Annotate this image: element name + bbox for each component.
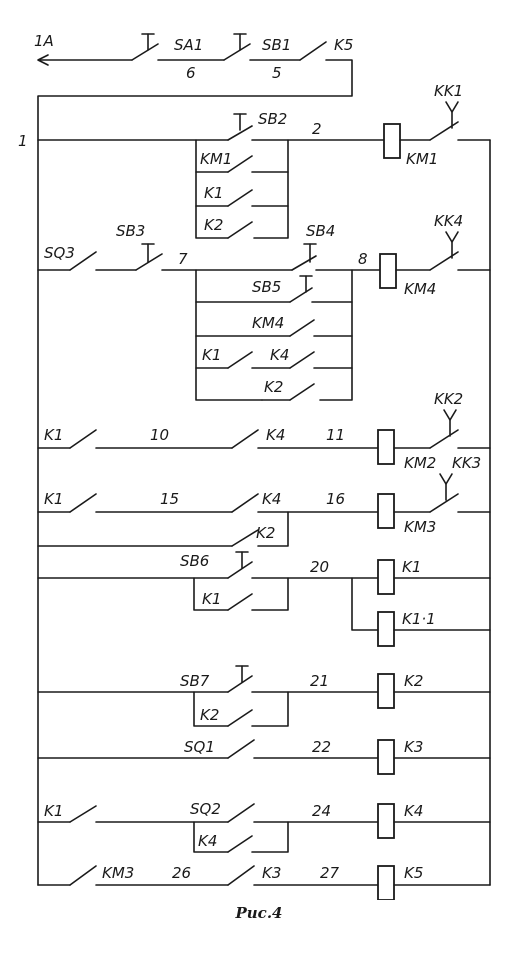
k5-coil bbox=[377, 865, 395, 900]
km3-coil-label: KM3 bbox=[404, 518, 436, 536]
k1-coil bbox=[377, 559, 395, 595]
figure-caption: Рис.4 bbox=[235, 904, 283, 922]
rung-km2: K1 10 K4 11 KK2 KM2 KK3 bbox=[37, 390, 491, 472]
km3-contact-label: KM3 bbox=[102, 864, 134, 882]
rung-k1: SB6 K1 20 K1 K1·1 bbox=[37, 551, 491, 647]
k4-coil-label: K4 bbox=[404, 802, 423, 820]
rung-k4: K1 SQ2 K4 24 K4 bbox=[37, 800, 491, 853]
kk4-label: KK4 bbox=[434, 212, 463, 230]
km2-coil-label: KM2 bbox=[404, 454, 436, 472]
kk2-label: KK2 bbox=[434, 390, 463, 408]
node-10-label: 10 bbox=[150, 426, 169, 444]
node-21-label: 21 bbox=[310, 672, 329, 690]
sb2-label: SB2 bbox=[258, 110, 287, 128]
rung-km1: SB2 2 KM1 K1 K2 KK1 KM1 bbox=[37, 82, 491, 239]
node-2-label: 2 bbox=[312, 120, 322, 138]
km4-contact-label: KM4 bbox=[252, 314, 284, 332]
node-22-label: 22 bbox=[312, 738, 331, 756]
k2-r6-label: K2 bbox=[200, 706, 219, 724]
k4-coil bbox=[377, 803, 395, 839]
km4-coil-label: KM4 bbox=[404, 280, 436, 298]
supply-line: 1A SA1 SB1 K5 6 5 1 bbox=[18, 32, 353, 886]
power-label: 1A bbox=[34, 32, 54, 50]
node-24-label: 24 bbox=[312, 802, 331, 820]
kk3-label: KK3 bbox=[452, 454, 481, 472]
rung-k3: SQ1 22 K3 bbox=[37, 738, 491, 775]
k4-r2-label: K4 bbox=[270, 346, 289, 364]
node-16-label: 16 bbox=[326, 490, 345, 508]
k3-coil bbox=[377, 739, 395, 775]
km1-coil bbox=[383, 123, 401, 159]
k5-coil-label: K5 bbox=[404, 864, 423, 882]
km1-contact-label: KM1 bbox=[200, 150, 232, 168]
sb5-label: SB5 bbox=[252, 278, 281, 296]
k4-r3-label: K4 bbox=[266, 426, 285, 444]
k1-r3-label: K1 bbox=[44, 426, 63, 444]
km1-coil-label: KM1 bbox=[406, 150, 438, 168]
km3-coil bbox=[377, 493, 395, 529]
sb6-label: SB6 bbox=[180, 552, 209, 570]
node-7-label: 7 bbox=[178, 250, 188, 268]
sb1-label: SB1 bbox=[262, 36, 291, 54]
rung-k5: KM3 26 K3 27 K5 bbox=[37, 864, 491, 900]
node-8-label: 8 bbox=[358, 250, 368, 268]
k1-r4-label: K1 bbox=[44, 490, 63, 508]
k1-r2-label: K1 bbox=[202, 346, 221, 364]
k2-coil-label: K2 bbox=[404, 672, 423, 690]
sq2-label: SQ2 bbox=[190, 800, 221, 818]
k5-contact-label: K5 bbox=[334, 36, 353, 54]
k4-r4-label: K4 bbox=[262, 490, 281, 508]
rung-k2: SB7 K2 21 K2 bbox=[37, 665, 491, 727]
ladder-schematic: 1A SA1 SB1 K5 6 5 1 SB2 2 KM1 K1 K2 KK1 … bbox=[18, 32, 491, 900]
k3-r9-label: K3 bbox=[262, 864, 281, 882]
node-11-label: 11 bbox=[326, 426, 345, 444]
node-26-label: 26 bbox=[172, 864, 191, 882]
k3-coil-label: K3 bbox=[404, 738, 423, 756]
k1-coil-label: K1 bbox=[402, 558, 421, 576]
rung-km4: SQ3 SB3 7 SB4 8 SB5 KM4 K1 K4 K2 KK4 KM4 bbox=[37, 212, 491, 401]
node-5-label: 5 bbox=[272, 64, 282, 82]
sa1-label: SA1 bbox=[174, 36, 203, 54]
k1-r5-label: K1 bbox=[202, 590, 221, 608]
node-1-label: 1 bbox=[18, 132, 28, 150]
k2-coil bbox=[377, 673, 395, 709]
k1-r8-label: K1 bbox=[44, 802, 63, 820]
km4-coil bbox=[379, 253, 397, 289]
km2-coil bbox=[377, 429, 395, 465]
sb4-label: SB4 bbox=[306, 222, 335, 240]
rung-km3: K1 15 K4 16 K2 KM3 bbox=[37, 473, 491, 547]
k1-contact-label: K1 bbox=[204, 184, 223, 202]
k2-r4-label: K2 bbox=[256, 524, 275, 542]
sq3-label: SQ3 bbox=[44, 244, 75, 262]
sb3-label: SB3 bbox=[116, 222, 145, 240]
k1-1-coil-label: K1·1 bbox=[402, 610, 436, 628]
sq1-label: SQ1 bbox=[184, 738, 215, 756]
node-20-label: 20 bbox=[310, 558, 329, 576]
sb7-label: SB7 bbox=[180, 672, 210, 690]
kk1-label: KK1 bbox=[434, 82, 463, 100]
node-15-label: 15 bbox=[160, 490, 179, 508]
k4-r8-label: K4 bbox=[198, 832, 217, 850]
node-6-label: 6 bbox=[186, 64, 196, 82]
k2-contact-label: K2 bbox=[204, 216, 223, 234]
k1-1-coil bbox=[377, 611, 395, 647]
node-27-label: 27 bbox=[320, 864, 340, 882]
k2-r2-label: K2 bbox=[264, 378, 283, 396]
